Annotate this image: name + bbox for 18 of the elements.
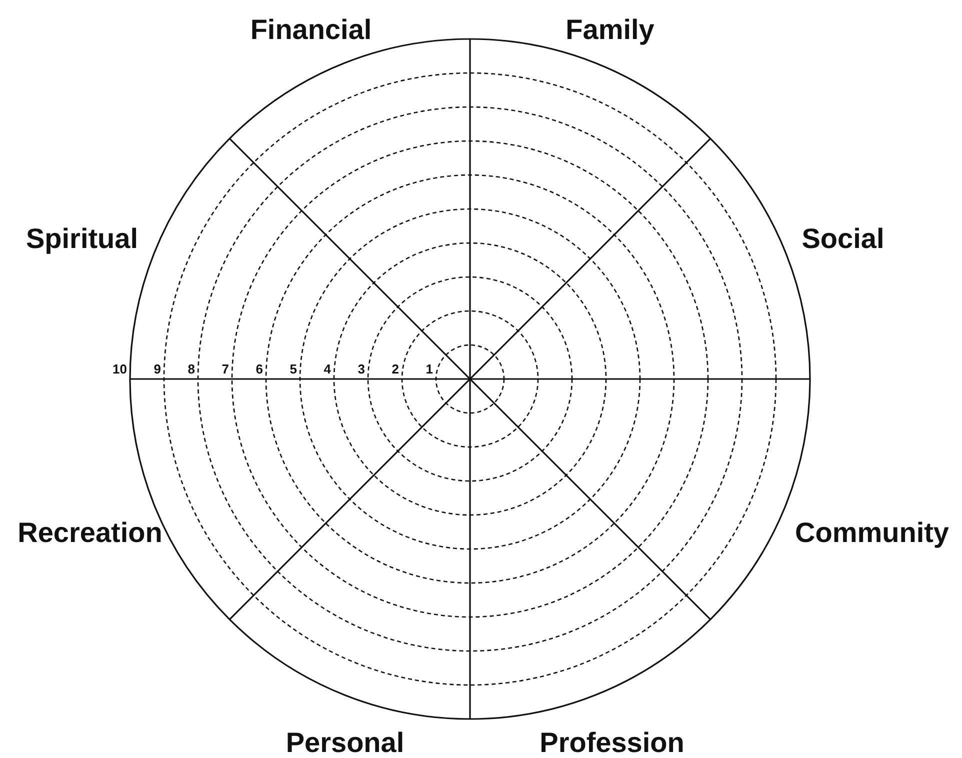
area-label: Personal	[286, 727, 404, 758]
area-label: Family	[566, 14, 654, 46]
scale-number: 9	[154, 362, 161, 376]
area-label: Profession	[540, 727, 684, 758]
area-label: Social	[802, 223, 884, 255]
scale-number: 8	[188, 362, 195, 376]
area-label: Spiritual	[26, 223, 138, 255]
scale-number: 4	[324, 362, 331, 376]
scale-number: 3	[358, 362, 365, 376]
scale-number: 10	[112, 362, 127, 376]
scale-number: 5	[290, 362, 297, 376]
area-label: Financial	[250, 14, 372, 46]
area-label: Community	[795, 517, 949, 549]
scale-number: 2	[392, 362, 399, 376]
scale-number: 6	[256, 362, 263, 376]
scale-number: 1	[426, 362, 433, 376]
area-label: Recreation	[18, 517, 162, 549]
scale-number: 7	[222, 362, 229, 376]
